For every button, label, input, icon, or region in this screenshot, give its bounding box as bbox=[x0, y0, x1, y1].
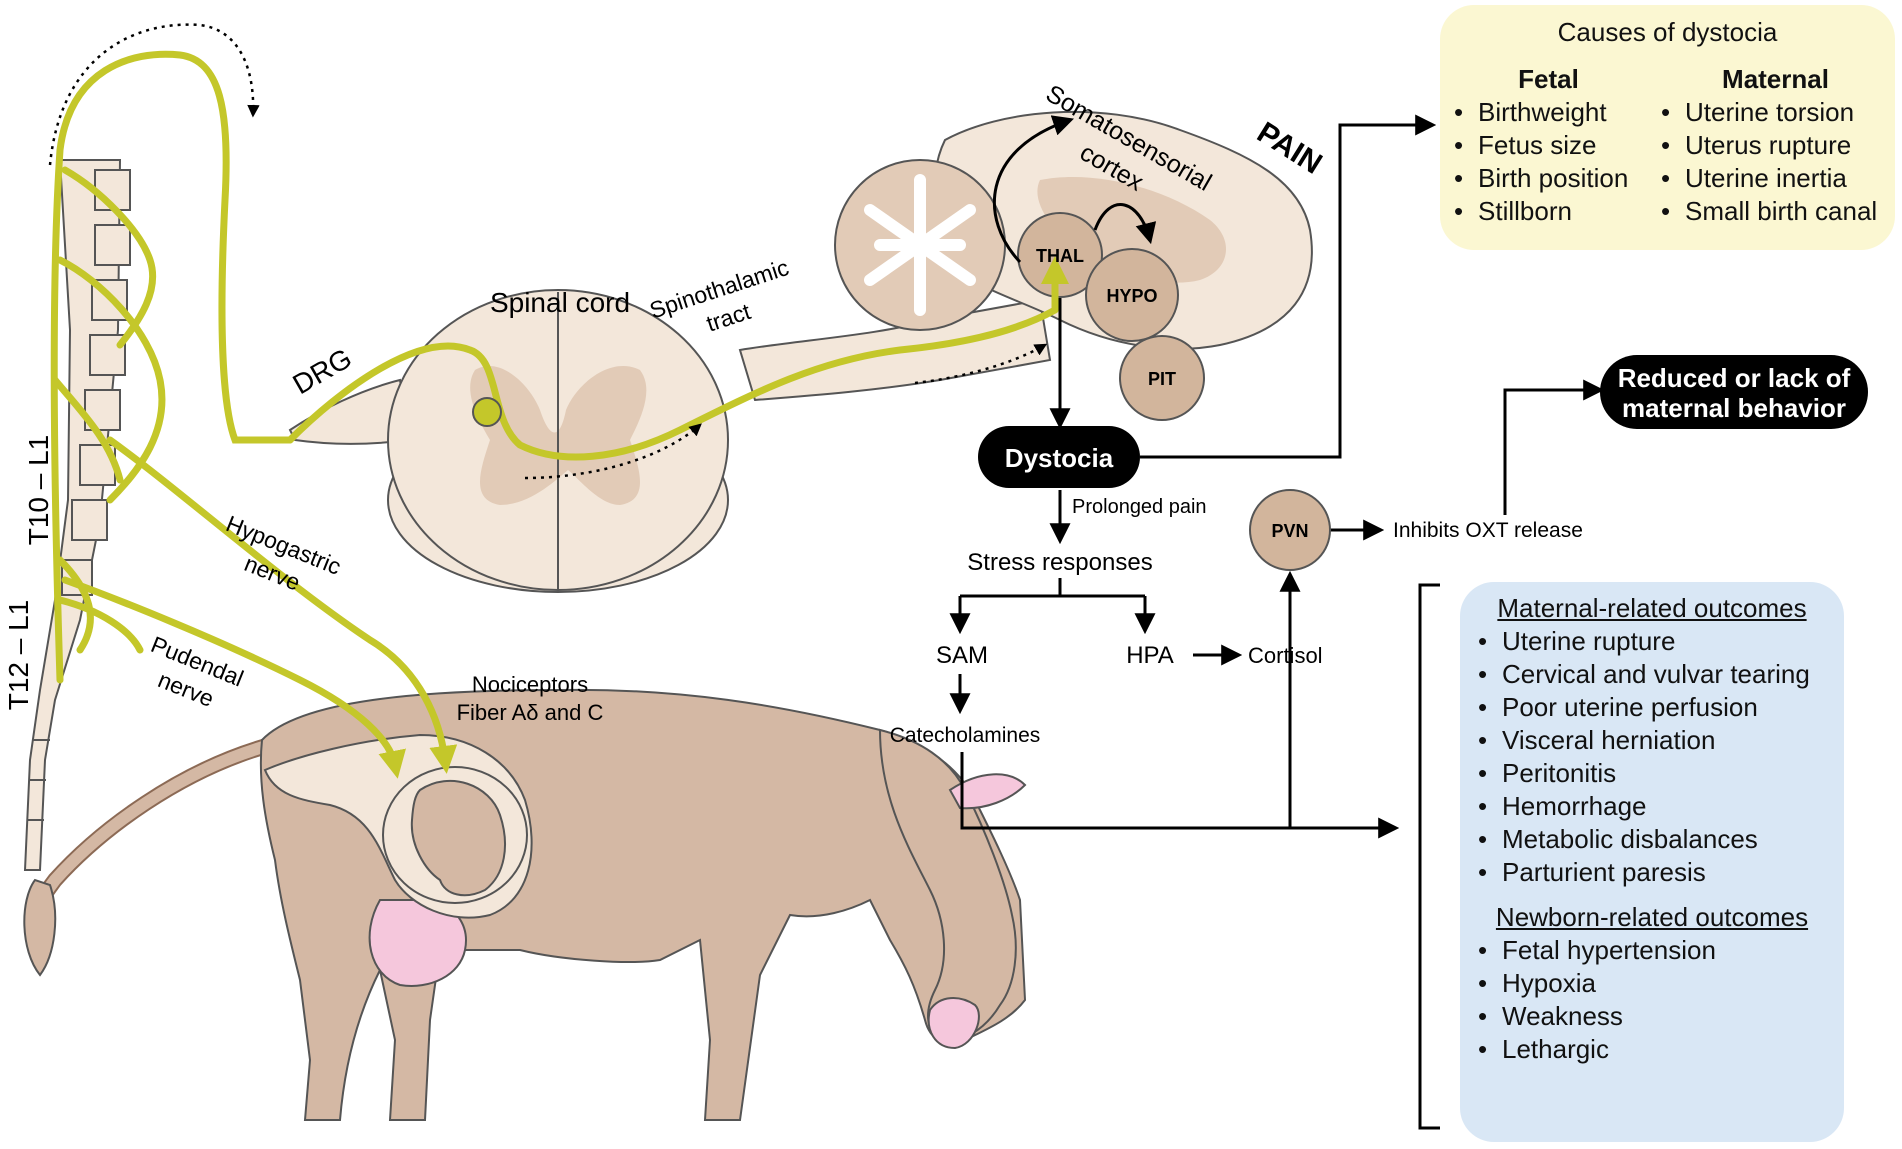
ascending-nerve-loop bbox=[50, 50, 294, 684]
list-item: Fetus size bbox=[1446, 129, 1651, 162]
fetal-causes: Fetal Birthweight Fetus size Birth posit… bbox=[1446, 63, 1651, 228]
brain bbox=[834, 110, 1313, 421]
nerve-branch-1 bbox=[61, 166, 157, 349]
t12-l1-label: T12 – L1 bbox=[3, 600, 34, 711]
list-item: Lethargic bbox=[1470, 1033, 1844, 1066]
list-item: Weakness bbox=[1470, 1000, 1844, 1033]
dystocia-label: Dystocia bbox=[1005, 443, 1114, 473]
hypogastric-nerve-label: Hypogastricnerve bbox=[211, 510, 345, 607]
causes-of-dystocia-box: Causes of dystocia Fetal Birthweight Fet… bbox=[1440, 5, 1895, 250]
outcomes-bracket bbox=[1418, 583, 1440, 1130]
stress-responses-label: Stress responses bbox=[967, 549, 1152, 576]
list-item: Peritonitis bbox=[1470, 757, 1844, 790]
hypogastric-nerve bbox=[106, 436, 458, 774]
fetus bbox=[410, 780, 506, 897]
dotted-arrow-top bbox=[48, 23, 260, 166]
list-item: Uterine inertia bbox=[1653, 162, 1898, 195]
arrow-dystocia-to-causes bbox=[1140, 114, 1437, 459]
list-item: Cervical and vulvar tearing bbox=[1470, 658, 1844, 691]
thal-label: THAL bbox=[1036, 246, 1084, 266]
list-item: Birthweight bbox=[1446, 96, 1651, 129]
pvn-node bbox=[1249, 489, 1331, 571]
maternal-header: Maternal bbox=[1722, 64, 1829, 94]
fetal-header: Fetal bbox=[1518, 64, 1579, 94]
catecholamines-label: Catecholamines bbox=[890, 724, 1041, 747]
arrow-thal-to-hypo bbox=[1093, 203, 1157, 245]
arrow-thal-to-cortex bbox=[992, 115, 1074, 264]
spinal-cord-section bbox=[288, 289, 729, 593]
flow-arrows bbox=[949, 114, 1605, 1130]
thal-node bbox=[1017, 212, 1103, 298]
maternal-outcomes-header: Maternal-related outcomes bbox=[1497, 593, 1807, 623]
list-item: Small birth canal bbox=[1653, 195, 1898, 228]
maternal-causes: Maternal Uterine torsion Uterus rupture … bbox=[1653, 63, 1898, 228]
list-item: Stillborn bbox=[1446, 195, 1651, 228]
maternal-outcomes-list: Uterine rupture Cervical and vulvar tear… bbox=[1460, 625, 1844, 889]
pit-label: PIT bbox=[1148, 369, 1176, 389]
pvn-label: PVN bbox=[1271, 521, 1308, 541]
dotted-arrow-cord bbox=[524, 423, 702, 480]
causes-title: Causes of dystocia bbox=[1557, 17, 1778, 47]
list-item: Uterine rupture bbox=[1470, 625, 1844, 658]
pit-node bbox=[1119, 335, 1205, 421]
cow-tail bbox=[25, 737, 273, 929]
hypo-node bbox=[1085, 248, 1179, 342]
t10-l1-label: T10 – L1 bbox=[23, 435, 54, 546]
pudendal-nerve bbox=[61, 576, 406, 779]
list-item: Uterine torsion bbox=[1653, 96, 1898, 129]
cow-muzzle bbox=[927, 997, 980, 1050]
hpa-label: HPA bbox=[1126, 642, 1174, 669]
dorsal-horn-neuron bbox=[472, 397, 502, 427]
cow-tail-tuft bbox=[23, 878, 57, 977]
dotted-flow-arrows bbox=[48, 23, 1048, 480]
list-item: Hemorrhage bbox=[1470, 790, 1844, 823]
hypo-label: HYPO bbox=[1106, 286, 1157, 306]
inhibits-oxt-label: Inhibits OXT release bbox=[1393, 519, 1583, 542]
cow-ear bbox=[948, 773, 1027, 810]
list-item: Metabolic disbalances bbox=[1470, 823, 1844, 856]
newborn-outcomes-list: Fetal hypertension Hypoxia Weakness Leth… bbox=[1460, 934, 1844, 1066]
reduced-behavior-pill bbox=[1600, 355, 1868, 429]
dotted-arrow-tract bbox=[914, 343, 1048, 385]
list-item: Visceral herniation bbox=[1470, 724, 1844, 757]
arrow-inhibits-to-behavior bbox=[1503, 379, 1605, 515]
arrow-catecholamines-to-outcomes bbox=[960, 752, 1400, 839]
arrow-stress-split bbox=[960, 578, 1145, 598]
nerve-branch-2 bbox=[56, 256, 166, 504]
list-item: Birth position bbox=[1446, 162, 1651, 195]
spinothalamic-nerve bbox=[286, 306, 1059, 461]
spinal-cord-label: Spinal cord bbox=[490, 287, 630, 318]
list-item: Parturient paresis bbox=[1470, 856, 1844, 889]
dystocia-pill bbox=[978, 426, 1140, 488]
list-item: Poor uterine perfusion bbox=[1470, 691, 1844, 724]
prolonged-pain-label: Prolonged pain bbox=[1072, 496, 1207, 518]
nerve-fibers bbox=[50, 50, 1069, 779]
newborn-outcomes-header: Newborn-related outcomes bbox=[1495, 902, 1809, 932]
cortisol-label: Cortisol bbox=[1248, 643, 1323, 668]
sam-label: SAM bbox=[936, 642, 988, 669]
cow-illustration bbox=[23, 688, 1027, 1121]
cerebrum-inner bbox=[1037, 176, 1227, 283]
nerve-branch-3 bbox=[51, 376, 124, 484]
outcomes-box: Maternal-related outcomes Uterine ruptur… bbox=[1460, 582, 1844, 1142]
list-item: Fetal hypertension bbox=[1470, 934, 1844, 967]
pudendal-branches bbox=[56, 556, 144, 654]
list-item: Hypoxia bbox=[1470, 967, 1844, 1000]
list-item: Uterus rupture bbox=[1653, 129, 1898, 162]
